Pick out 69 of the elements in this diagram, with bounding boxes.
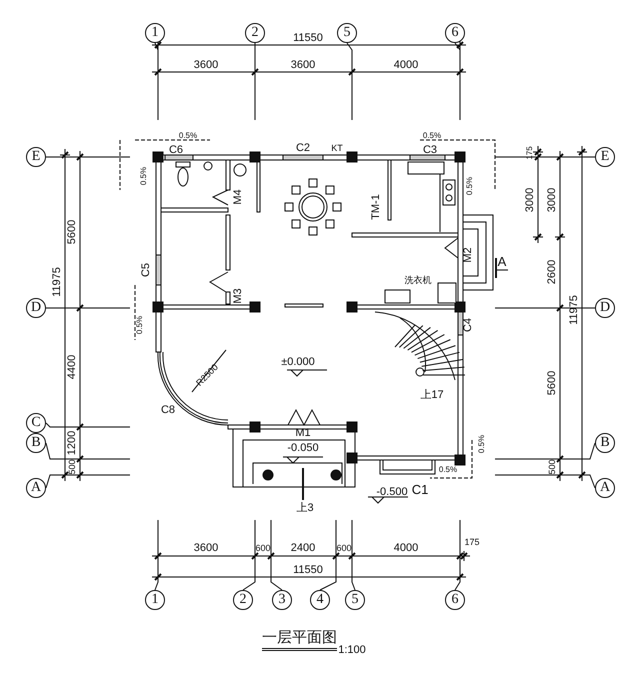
- window-label: C2: [296, 142, 310, 154]
- slope-text: 0.5%: [438, 464, 458, 476]
- window-label: C6: [168, 144, 184, 156]
- dimension-text: 4000: [394, 542, 418, 554]
- window-label: C8: [160, 404, 176, 416]
- axis-bubble: E: [595, 147, 615, 167]
- slope-text: 0.5%: [138, 166, 149, 186]
- window-label: C5: [140, 262, 152, 278]
- level-text: ±0.000: [281, 356, 315, 368]
- axis-bubble: B: [26, 433, 46, 453]
- axis-bubble: 6: [445, 590, 465, 610]
- slope-text: 0.5%: [422, 130, 442, 142]
- dimension-text: 500: [546, 459, 558, 475]
- dimension-text: 5600: [546, 370, 558, 396]
- dimension-text: 11550: [293, 32, 323, 44]
- axis-bubble: 4: [310, 590, 330, 610]
- dimension-text: 11550: [293, 564, 323, 576]
- section-label: A: [498, 256, 506, 268]
- dimension-text: 500: [66, 459, 78, 475]
- drawing-title: 一层平面图: [262, 628, 337, 651]
- axis-bubble: 2: [245, 23, 265, 43]
- axis-bubble: B: [595, 433, 615, 453]
- slope-text: 0.5%: [134, 316, 145, 334]
- dimension-text: 11975: [51, 267, 63, 297]
- axis-bubble: C: [26, 413, 46, 433]
- level-text: -0.500: [376, 486, 408, 498]
- axis-bubble: 5: [337, 23, 357, 43]
- dimension-text: 2600: [546, 260, 558, 284]
- scale-label: 1:100: [338, 644, 366, 656]
- dimension-text: 3600: [194, 59, 218, 71]
- door-label: M3: [232, 288, 244, 304]
- dimension-text: 3000: [546, 188, 558, 212]
- axis-bubble: A: [26, 478, 46, 498]
- axis-bubble: D: [595, 298, 615, 318]
- axis-bubble: 1: [145, 590, 165, 610]
- axis-bubble: 6: [445, 23, 465, 43]
- dimension-text: 600: [336, 542, 352, 554]
- axis-bubble: 3: [272, 590, 292, 610]
- slope-text: 0.5%: [464, 176, 475, 196]
- axis-bubble: A: [595, 478, 615, 498]
- axis-bubble: 5: [345, 590, 365, 610]
- stair-label: 上3: [296, 502, 314, 514]
- equipment-label: KT: [331, 142, 343, 154]
- window-label: C3: [422, 144, 438, 156]
- axis-bubble: 2: [233, 590, 253, 610]
- door-label: TM-1: [370, 194, 382, 220]
- window-label: C1: [412, 484, 428, 496]
- door-label: M4: [232, 189, 244, 205]
- dimension-text: 2400: [290, 542, 316, 554]
- axis-bubble: E: [26, 147, 46, 167]
- dimension-text: 3600: [194, 542, 218, 554]
- level-text: -0.050: [287, 442, 319, 454]
- dimension-text: 5600: [66, 220, 78, 244]
- dimension-text: 3600: [290, 59, 316, 71]
- dimension-text: 4000: [394, 59, 418, 71]
- dimension-text: 1200: [66, 430, 78, 456]
- dimension-text: 4400: [66, 354, 78, 380]
- axis-bubble: D: [26, 298, 46, 318]
- slope-text: 0.5%: [476, 434, 487, 454]
- slope-text: 0.5%: [178, 130, 198, 142]
- window-label: C4: [462, 318, 474, 332]
- room-label: 洗衣机: [404, 274, 432, 286]
- dimension-text: 11975: [568, 295, 580, 325]
- dimension-text: 3000: [524, 188, 536, 212]
- stair-label: 上17: [420, 389, 444, 401]
- door-label: M2: [462, 247, 474, 263]
- dimension-text: 175: [464, 536, 480, 548]
- axis-bubble: 1: [145, 23, 165, 43]
- dimension-text: 600: [255, 542, 271, 554]
